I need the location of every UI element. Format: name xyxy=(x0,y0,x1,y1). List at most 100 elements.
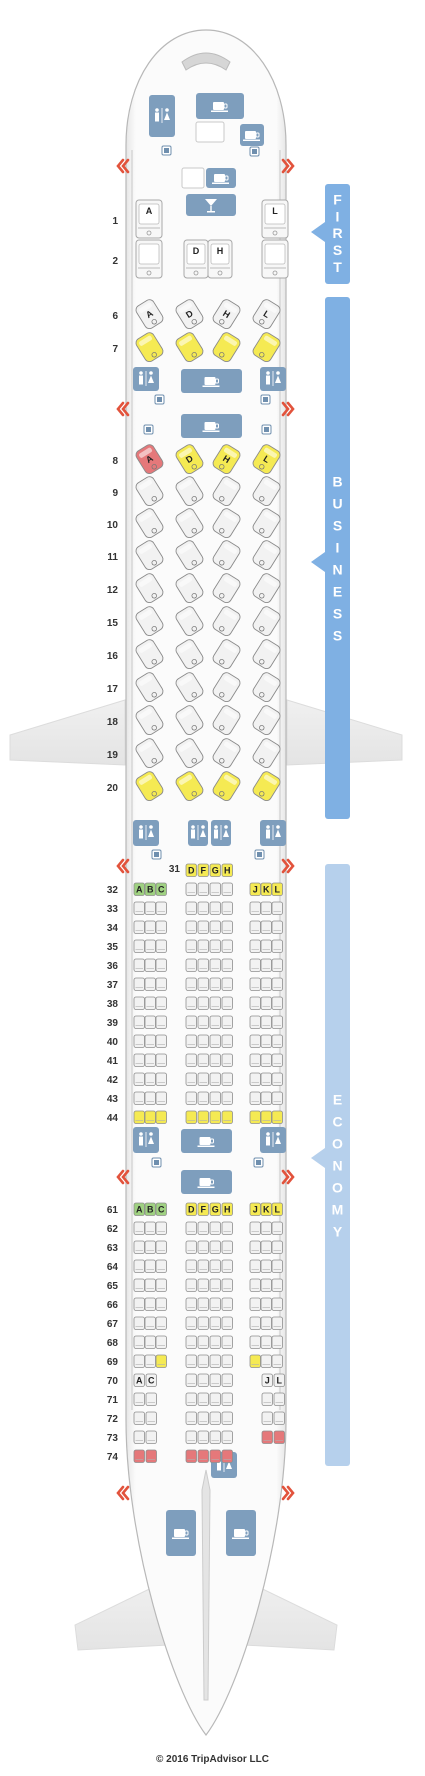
cabin-tab-letter: B xyxy=(332,474,342,490)
row-number: 32 xyxy=(107,885,119,896)
seat-letter: A xyxy=(144,308,155,320)
seat-cushion xyxy=(197,1392,209,1406)
seat-letter: H xyxy=(217,246,224,256)
seat-headrest xyxy=(263,479,278,490)
seat-cushion xyxy=(249,1221,261,1235)
cabin-tab-letter: S xyxy=(333,606,342,622)
glass-bowl xyxy=(205,199,217,206)
seat-cushion xyxy=(260,1316,272,1330)
eco-seat-62-C1 xyxy=(197,1221,209,1235)
seat-cushion xyxy=(133,1354,145,1368)
seat-cushion xyxy=(249,1259,261,1273)
man-body xyxy=(266,1136,270,1146)
eco-seat-31-C2: G xyxy=(209,863,221,877)
row-number: 44 xyxy=(107,1113,119,1124)
seat-cushion xyxy=(249,1335,261,1349)
galley-icon xyxy=(181,1129,232,1153)
exit-chevron xyxy=(281,401,290,417)
eco-seat-70-L0: A xyxy=(133,1373,145,1387)
bassinet-fill xyxy=(164,148,169,153)
seat-cushion xyxy=(209,1316,221,1330)
seat-cushion xyxy=(221,1430,233,1444)
business-seat-19D xyxy=(175,738,204,769)
eco-seat-32-R1: K xyxy=(260,882,272,896)
seat-cushion xyxy=(197,1354,209,1368)
eco-seat-72-L1 xyxy=(145,1411,157,1425)
seat-cushion xyxy=(197,1430,209,1444)
woman-body xyxy=(275,1136,281,1144)
eco-seat-32-C1 xyxy=(197,882,209,896)
seat-screen xyxy=(259,352,265,358)
suite-screen xyxy=(272,230,278,236)
seat-cushion xyxy=(133,1449,145,1463)
eco-seat-72-C2 xyxy=(209,1411,221,1425)
eco-seat-68-C2 xyxy=(209,1335,221,1349)
eco-seat-33-C1 xyxy=(197,901,209,915)
seat-screen xyxy=(219,528,225,534)
exit-chevron xyxy=(281,1169,290,1185)
eco-seat-70-C2 xyxy=(209,1373,221,1387)
eco-seat-62-C2 xyxy=(209,1221,221,1235)
seat-headrest xyxy=(223,609,238,620)
seat-headrest xyxy=(223,479,238,490)
eco-seat-65-R2 xyxy=(271,1278,283,1292)
cup-body xyxy=(213,102,224,110)
seat-cushion xyxy=(197,1449,209,1463)
eco-seat-68-C1 xyxy=(197,1335,209,1349)
suite-seat xyxy=(264,203,286,225)
eco-seat-43-C0 xyxy=(185,1091,197,1105)
eco-seat-44-L1 xyxy=(144,1110,156,1124)
seat-cushion xyxy=(185,1354,197,1368)
galley-icon xyxy=(196,93,244,119)
eco-seat-67-R1 xyxy=(260,1316,272,1330)
stowage-box xyxy=(195,121,225,143)
eco-seat-67-C0 xyxy=(185,1316,197,1330)
seat-cushion xyxy=(209,1110,221,1124)
seat-headrest xyxy=(178,576,193,587)
exit-arrow-icon xyxy=(281,158,295,174)
cabin-tab-letter: Y xyxy=(333,1224,343,1240)
seat-headrest xyxy=(263,335,278,346)
seat-cushion xyxy=(249,1316,261,1330)
seat-cushion xyxy=(209,958,221,972)
seat-cushion xyxy=(260,1297,272,1311)
seat-cushion xyxy=(155,1110,167,1124)
seat-screen xyxy=(219,659,225,665)
cup-handle xyxy=(244,1530,249,1536)
eco-seat-38-C3 xyxy=(221,996,233,1010)
business-seat-19A xyxy=(135,738,164,769)
eco-seat-33-R2 xyxy=(271,901,283,915)
seat-headrest xyxy=(223,335,238,346)
eco-seat-63-R1 xyxy=(260,1240,272,1254)
man-body xyxy=(139,1136,143,1146)
business-seat-18H xyxy=(212,705,241,736)
seat-headrest xyxy=(138,741,153,752)
seat-cushion xyxy=(249,901,261,915)
seat-headrest xyxy=(178,302,193,313)
eco-seat-61-L1: B xyxy=(144,1202,156,1216)
lavatory-icon xyxy=(188,820,208,846)
seat-cushion xyxy=(133,901,145,915)
seat-headrest xyxy=(178,447,193,458)
eco-seat-64-R2 xyxy=(271,1259,283,1273)
eco-seat-67-L2 xyxy=(155,1316,167,1330)
row-number: 1 xyxy=(112,216,118,227)
seat-screen xyxy=(219,352,225,358)
business-seat-10A xyxy=(135,508,164,539)
eco-seat-69-C1 xyxy=(197,1354,209,1368)
seat-letter: F xyxy=(201,866,207,876)
seat-headrest xyxy=(223,447,238,458)
suite-screen xyxy=(193,270,199,276)
seat-cushion xyxy=(185,1335,197,1349)
seat-screen xyxy=(191,528,197,534)
seat-headrest xyxy=(138,675,153,686)
seat-cushion xyxy=(271,1202,283,1216)
seat-cushion xyxy=(133,1297,145,1311)
seat-cushion xyxy=(155,939,167,953)
seat-cushion xyxy=(197,1221,209,1235)
seat-cushion xyxy=(144,1053,156,1067)
seat-cushion xyxy=(260,1202,272,1216)
business-seat-19L xyxy=(252,738,281,769)
seat-letter: D xyxy=(184,308,195,320)
seat-cushion xyxy=(133,1240,145,1254)
